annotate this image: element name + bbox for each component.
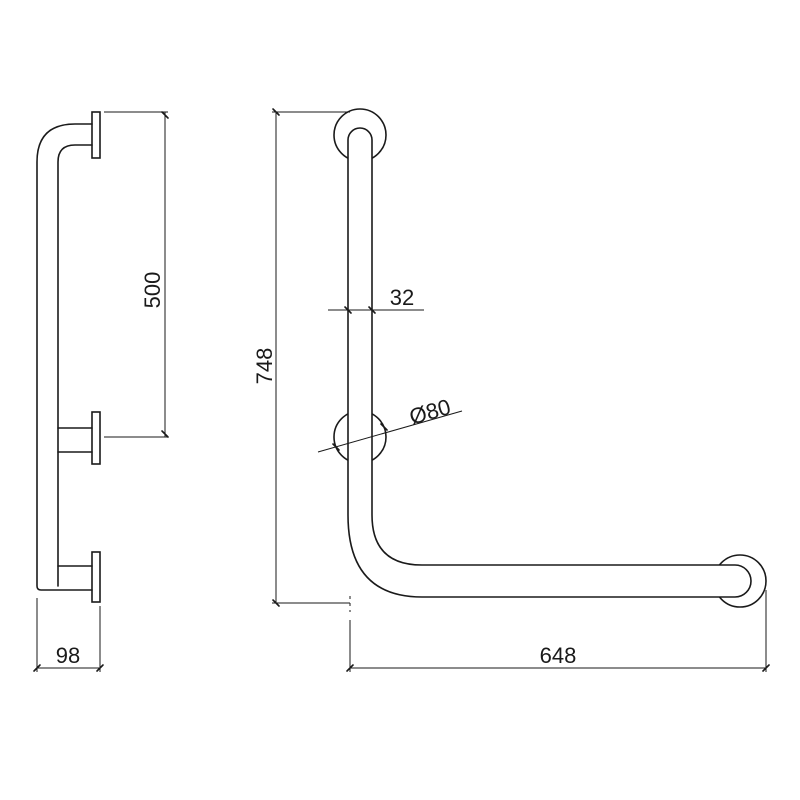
side-view: [36, 111, 101, 603]
dimension-diameter-80: Ø80: [317, 394, 463, 453]
side-middle-stud: [57, 427, 93, 453]
front-view: [333, 108, 767, 608]
dim-80-label: Ø80: [406, 394, 453, 429]
dim-748-label: 748: [252, 348, 277, 385]
side-middle-flange: [91, 411, 101, 465]
dimension-32: 32: [328, 285, 424, 314]
dimension-748: 748: [252, 108, 350, 607]
dim-500-label: 500: [140, 272, 165, 309]
front-tube-outline: [347, 127, 752, 598]
front-tube-body: [348, 128, 751, 597]
dim-648-label: 648: [540, 643, 577, 668]
dimension-648: 648: [346, 590, 770, 672]
side-bottom-flange: [91, 551, 101, 603]
dim-98-label: 98: [56, 643, 80, 668]
side-tube-inner: [57, 144, 93, 587]
side-top-flange: [91, 111, 101, 159]
dimension-500: 500: [104, 111, 169, 438]
dim-32-label: 32: [390, 285, 414, 310]
side-tube-outer: [36, 123, 93, 591]
dimension-98: 98: [33, 598, 104, 672]
